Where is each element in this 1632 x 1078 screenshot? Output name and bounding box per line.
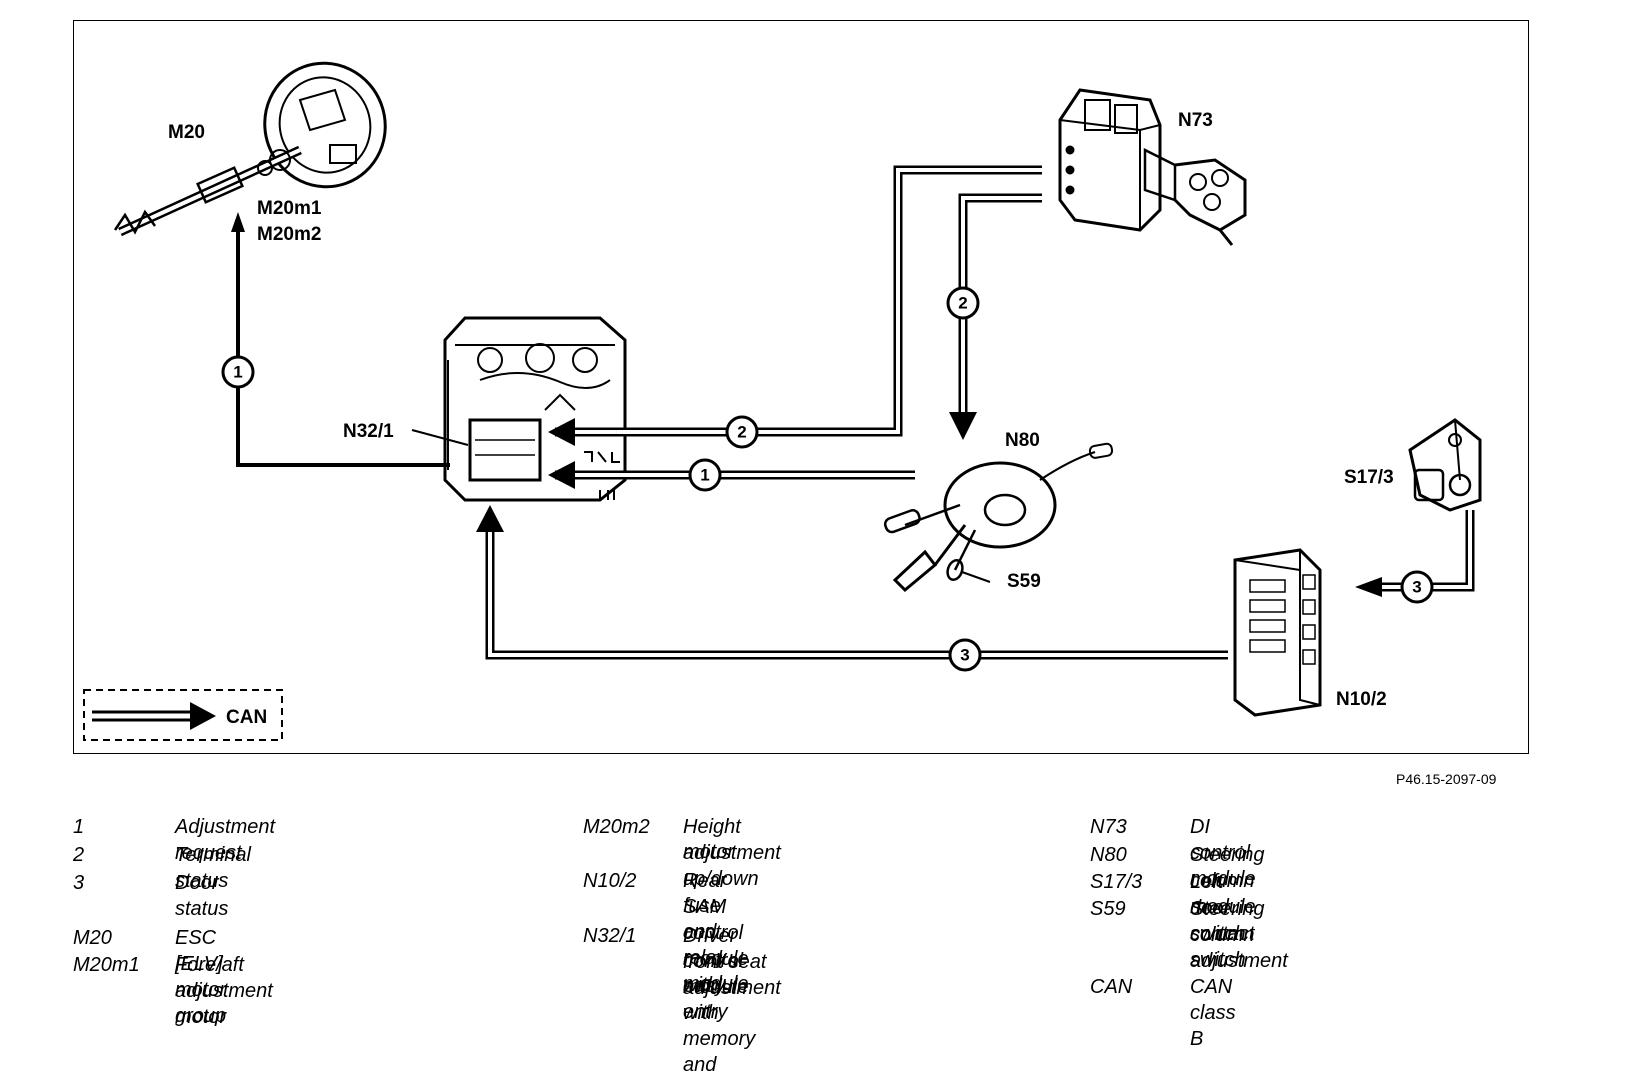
- connection-number: 2: [958, 294, 967, 313]
- circle-c1b: [688, 458, 722, 492]
- label-n73: N73: [1178, 110, 1213, 131]
- circle-c1a: [221, 355, 255, 389]
- legend-code: 3: [73, 872, 85, 894]
- legend-desc: Rear SAM control module with: [683, 870, 749, 996]
- wiring-diagram: 1 1 2 2 3 3 M20 M20m1 M20m2 N73 N32/1 N8…: [83, 61, 1482, 741]
- figure-id: P46.15-2097-09: [1396, 771, 1497, 787]
- legend-code: N73: [1090, 816, 1127, 838]
- legend-code: 1: [73, 816, 85, 838]
- circle-c2a: [725, 415, 759, 449]
- label-s59: S59: [1007, 571, 1041, 592]
- label-n32-1: N32/1: [343, 421, 394, 442]
- steering-column-icon: [113, 61, 387, 237]
- label-n80: N80: [1005, 430, 1040, 451]
- legend-desc: switch: [1190, 923, 1246, 945]
- legend-desc: Door status: [175, 872, 229, 920]
- s59-leader-line: [961, 571, 991, 583]
- legend-code: CAN: [1090, 976, 1133, 998]
- connection-number: 1: [700, 466, 709, 485]
- legend-desc: easy entry: [683, 975, 728, 1023]
- label-s17-3: S17/3: [1344, 467, 1394, 488]
- arrowheads: [476, 412, 1382, 597]
- legend-code: M20m2: [583, 816, 650, 838]
- door-contact-switch-icon: [1408, 418, 1482, 512]
- circle-c3b: [1400, 570, 1434, 604]
- legend-desc: Steering column module: [1190, 844, 1265, 918]
- can-key: CAN: [83, 689, 283, 741]
- connection-number: 3: [1412, 578, 1421, 597]
- diagram-frame: [73, 20, 1529, 754]
- legend-desc: Steering column adjustment: [1190, 898, 1288, 972]
- circle-c3a: [948, 638, 982, 672]
- connector-marks: [584, 451, 620, 500]
- legend-desc: motor: [683, 841, 735, 863]
- steering-column-module-icon: [883, 442, 1114, 593]
- legend-desc: fuse and relay module: [683, 895, 749, 995]
- legend-desc: Terminal status: [175, 844, 251, 892]
- legend-desc: Fore/aft adjustment motor: [175, 954, 273, 1028]
- legend-desc: CAN class B: [1190, 976, 1236, 1050]
- label-m20m2: M20m2: [257, 224, 321, 245]
- di-control-module-icon: [1058, 88, 1247, 246]
- rear-sam-module-icon: [1233, 548, 1322, 717]
- line-n32-to-m20: [231, 212, 450, 467]
- label-n10-2: N10/2: [1336, 689, 1387, 710]
- legend-code: 2: [73, 844, 85, 866]
- legend-desc: DI control module: [1190, 816, 1256, 890]
- label-m20m1: M20m1: [257, 198, 322, 219]
- label-m20: M20: [168, 122, 205, 143]
- seat-control-module-icon: [443, 316, 627, 502]
- legend-desc: Left door contact switch: [1190, 871, 1255, 971]
- connection-number: 2: [737, 423, 746, 442]
- legend-code: N32/1: [583, 925, 637, 947]
- legend-code: S17/3: [1090, 871, 1143, 893]
- legend-desc: Adjustment request: [175, 816, 276, 864]
- legend-desc: Height adjustment up/down: [683, 816, 781, 890]
- connection-number: 1: [233, 363, 242, 382]
- legend-desc: Driver front seat adjustment: [683, 925, 781, 999]
- can-lines: [485, 165, 1475, 660]
- connection-number: 3: [960, 646, 969, 665]
- n32-leader-line: [411, 429, 469, 446]
- legend-code: N10/2: [583, 870, 637, 892]
- legend-code: N80: [1090, 844, 1127, 866]
- can-key-label: CAN: [226, 707, 267, 728]
- legend-code: M20: [73, 927, 112, 949]
- legend-code: M20m1: [73, 954, 140, 976]
- circle-c2b: [946, 286, 980, 320]
- legend-code: S59: [1090, 898, 1126, 920]
